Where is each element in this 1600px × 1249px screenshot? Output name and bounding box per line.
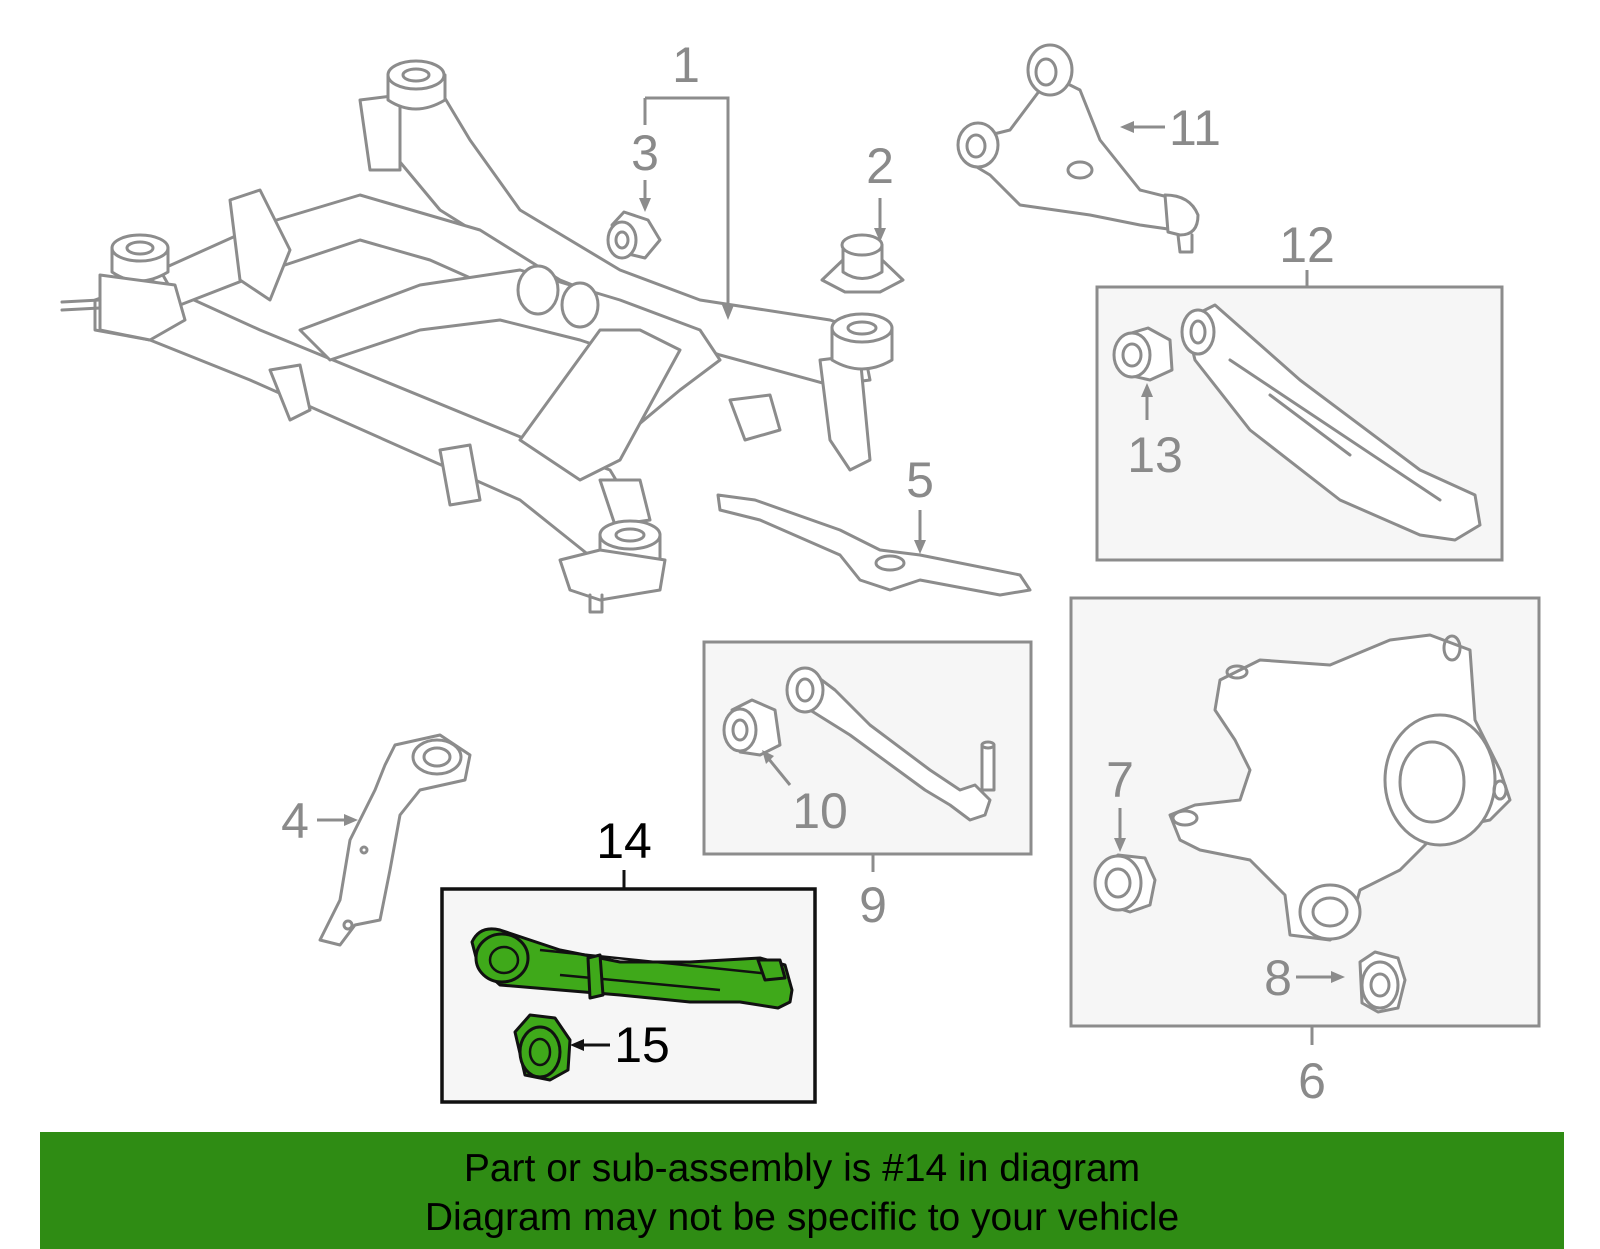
knuckle-part-6[interactable] [1168,633,1512,942]
bushing-part-3[interactable] [606,210,662,260]
callout-11: 11 [1169,100,1221,156]
callout-2: 2 [866,138,894,194]
bushing-part-7[interactable] [1093,853,1157,914]
link-part-9[interactable] [785,666,996,822]
crossmember-part-1[interactable] [60,59,894,614]
banner-line-2: Diagram may not be specific to your vehi… [424,1196,1180,1239]
bracket-part-4[interactable] [318,733,472,947]
callout-10: 10 [792,783,848,839]
callout-3: 3 [631,125,659,181]
info-banner: Part or sub-assembly is #14 in diagram D… [40,1132,1564,1249]
leader-lines [317,96,1345,1051]
callout-15: 15 [614,1017,670,1073]
brace-part-5[interactable] [716,493,1032,597]
upper-arm-part-11[interactable] [956,43,1200,254]
callout-13: 13 [1127,427,1183,483]
mount-part-2[interactable] [820,233,905,294]
callout-14: 14 [596,813,652,869]
callout-1: 1 [672,37,700,93]
bushing-part-15[interactable] [513,1013,572,1082]
callout-6: 6 [1298,1053,1326,1109]
callout-9: 9 [859,877,887,933]
callout-8: 8 [1264,950,1292,1006]
bushing-part-10[interactable] [722,698,782,757]
bushing-part-8[interactable] [1358,950,1407,1014]
lateral-link-part-14[interactable] [470,927,794,1010]
callout-7: 7 [1106,752,1134,808]
banner-line-1: Part or sub-assembly is #14 in diagram [463,1147,1141,1190]
callout-5: 5 [906,452,934,508]
callout-4: 4 [281,793,309,849]
bushing-part-13[interactable] [1112,326,1174,382]
callout-12: 12 [1279,217,1335,273]
trailing-arm-part-12[interactable] [1180,303,1482,542]
